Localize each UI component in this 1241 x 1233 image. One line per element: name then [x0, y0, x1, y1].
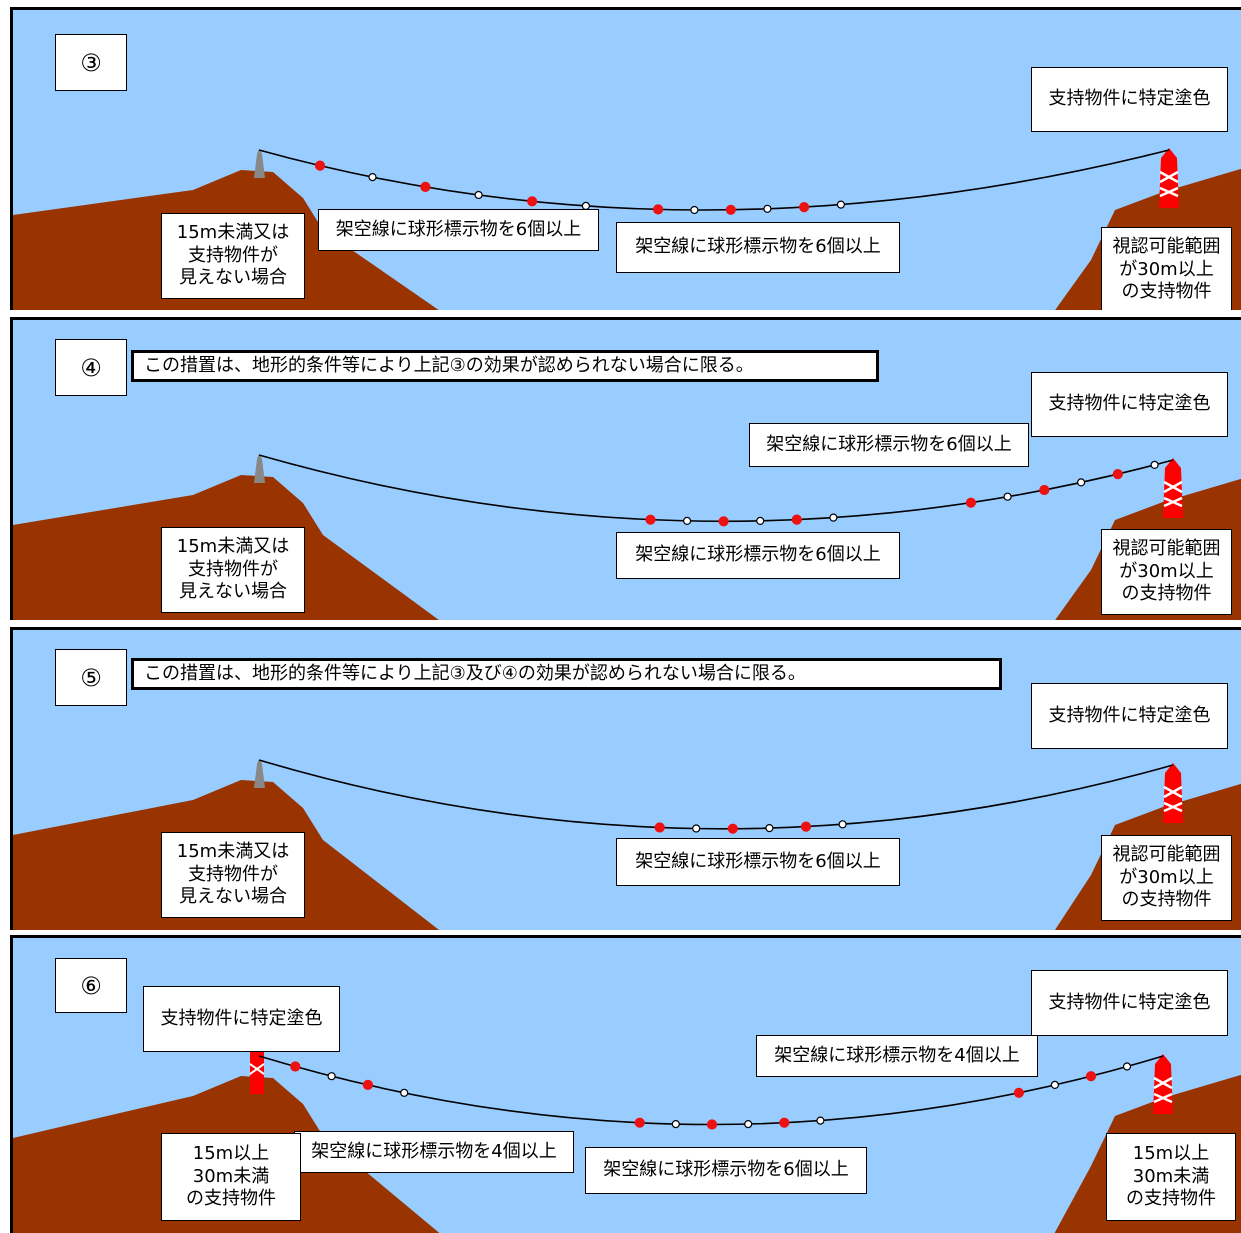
red-sphere-marker: [706, 1119, 718, 1130]
red-sphere-marker: [290, 1061, 301, 1072]
red-sphere-marker: [1112, 469, 1123, 480]
red-sphere-marker: [420, 181, 431, 192]
panel-number: ④: [55, 339, 127, 396]
red-sphere-marker: [1085, 1071, 1097, 1082]
white-sphere-marker: [682, 516, 692, 525]
center-span-label: 架空線に球形標示物を6個以上: [616, 532, 900, 579]
right-tower-stripes: [1163, 785, 1183, 813]
panel-number: ⑥: [55, 958, 127, 1013]
white-sphere-marker: [1003, 492, 1012, 501]
red-sphere-marker: [314, 160, 326, 171]
white-sphere-marker: [690, 205, 699, 215]
white-sphere-marker: [763, 204, 772, 213]
left-support-label: 15m未満又は 支持物件が 見えない場合: [161, 832, 305, 918]
left-tower: [250, 1050, 264, 1094]
white-sphere-marker: [327, 1072, 336, 1081]
panel-6: ⑥ 支持物件に特定塗色 支持物件に特定塗色 架空線に球形標示物を4個以上 架空線…: [10, 935, 1241, 1233]
red-sphere-marker: [634, 1117, 645, 1128]
overhead-line: [258, 759, 1174, 830]
white-sphere-marker: [836, 200, 846, 209]
red-sphere-marker: [798, 202, 810, 213]
right-color-label: 支持物件に特定塗色: [1031, 372, 1228, 437]
white-sphere-marker: [1150, 460, 1159, 469]
red-sphere-marker: [718, 516, 729, 527]
right-support-label: 視認可能範囲 が30m以上 の支持物件: [1101, 227, 1232, 310]
red-sphere-marker: [526, 196, 538, 207]
left-support-label: 15m未満又は 支持物件が 見えない場合: [161, 527, 305, 613]
red-sphere-marker: [727, 823, 738, 834]
panel-4: ④ この措置は、地形的条件等により上記③の効果が認められない場合に限る。 支持物…: [10, 317, 1241, 620]
white-sphere-marker: [1050, 1080, 1060, 1089]
left-pole: [254, 455, 265, 483]
right-support-label: 視認可能範囲 が30m以上 の支持物件: [1101, 835, 1232, 921]
left-support-label: 15m以上 30m未満 の支持物件: [161, 1133, 301, 1221]
red-sphere-marker: [725, 204, 736, 215]
left-color-label: 支持物件に特定塗色: [143, 986, 340, 1052]
left-support-label: 15m未満又は 支持物件が 見えない場合: [161, 213, 305, 299]
white-sphere-marker: [756, 516, 765, 525]
right-color-label: 支持物件に特定塗色: [1031, 683, 1228, 749]
red-sphere-marker: [362, 1079, 373, 1090]
right-color-label: 支持物件に特定塗色: [1031, 970, 1228, 1036]
right-support-label: 15m以上 30m未満 の支持物件: [1106, 1133, 1236, 1221]
right-span-label: 架空線に球形標示物を6個以上: [749, 423, 1029, 467]
white-sphere-marker: [765, 824, 774, 833]
red-sphere-marker: [779, 1117, 790, 1128]
center-span-label: 架空線に球形標示物を6個以上: [585, 1147, 867, 1194]
white-sphere-marker: [838, 820, 847, 829]
overhead-line: [258, 149, 1170, 211]
right-color-label: 支持物件に特定塗色: [1031, 67, 1228, 132]
center-span-label: 架空線に球形標示物を6個以上: [616, 838, 900, 886]
red-sphere-marker: [1039, 484, 1050, 496]
white-sphere-marker: [692, 824, 701, 833]
red-sphere-marker: [1013, 1087, 1025, 1098]
red-sphere-marker: [800, 821, 812, 832]
white-sphere-marker: [400, 1088, 409, 1097]
red-sphere-marker: [791, 514, 802, 525]
right-tower-stripes: [1153, 1076, 1173, 1104]
white-sphere-marker: [368, 173, 377, 182]
left-pole: [254, 150, 265, 178]
red-sphere-marker: [654, 822, 665, 833]
white-sphere-marker: [829, 513, 838, 522]
left-span-label: 架空線に球形標示物を6個以上: [318, 209, 599, 251]
panel-5: ⑤ この措置は、地形的条件等により上記③及び④の効果が認められない場合に限る。 …: [10, 627, 1241, 930]
white-sphere-marker: [474, 190, 483, 200]
left-pole: [254, 760, 265, 788]
center-span-label: 架空線に球形標示物を6個以上: [616, 222, 900, 273]
restriction-note: この措置は、地形的条件等により上記③及び④の効果が認められない場合に限る。: [131, 658, 1002, 690]
right-tower-stripes: [1163, 480, 1183, 508]
white-sphere-marker: [744, 1120, 753, 1129]
red-sphere-marker: [652, 204, 664, 215]
overhead-line: [258, 454, 1174, 523]
right-tower-stripes: [1159, 170, 1179, 198]
right-support-label: 視認可能範囲 が30m以上 の支持物件: [1101, 529, 1232, 615]
panel-number: ⑤: [55, 649, 127, 706]
right-span-label: 架空線に球形標示物を4個以上: [756, 1035, 1038, 1077]
white-sphere-marker: [671, 1120, 680, 1129]
restriction-note: この措置は、地形的条件等により上記③の効果が認められない場合に限る。: [131, 350, 879, 382]
white-sphere-marker: [1076, 478, 1086, 487]
left-tower-stripes: [249, 1063, 265, 1075]
left-span-label: 架空線に球形標示物を4個以上: [294, 1131, 574, 1173]
white-sphere-marker: [816, 1116, 825, 1125]
panel-3: ③ 支持物件に特定塗色 架空線に球形標示物を6個以上 15m未満又は 支持物件が…: [10, 7, 1241, 310]
panel-number: ③: [55, 34, 127, 91]
red-sphere-marker: [965, 497, 977, 508]
white-sphere-marker: [1122, 1062, 1132, 1071]
red-sphere-marker: [645, 514, 656, 525]
